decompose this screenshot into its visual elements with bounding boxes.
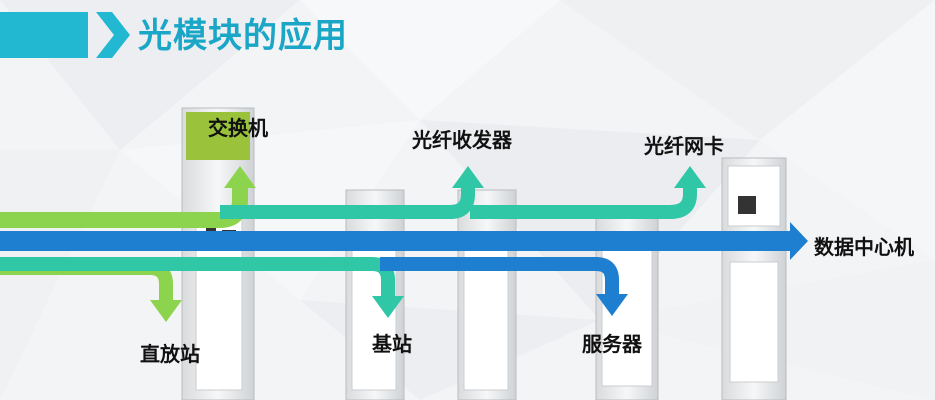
label-direct: 直放站 [140, 342, 200, 366]
arrow-to-server [380, 257, 628, 316]
pcb-contacts [186, 112, 250, 160]
label-datacenter: 数据中心机 [814, 235, 914, 259]
arrow-to-direct [0, 261, 182, 322]
label-switch: 交换机 [208, 116, 268, 140]
label-base-station: 基站 [372, 332, 412, 356]
label-server: 服务器 [582, 332, 642, 356]
label-media-converter: 光纤收发器 [412, 128, 512, 152]
arrow-to-nic [470, 166, 706, 219]
sfp-module-5 [721, 157, 787, 400]
label-nic: 光纤网卡 [644, 134, 724, 158]
sfp-module-2 [345, 189, 405, 400]
page-title: 光模块的应用 [138, 16, 348, 56]
header-bar-block [0, 12, 88, 58]
header-chevron-icon [96, 12, 130, 58]
header-bar [0, 12, 130, 58]
sfp-module-3 [457, 189, 517, 400]
arrow-to-media-converter [220, 166, 484, 219]
qr-code-icon [738, 196, 756, 214]
arrow-to-datacenter [0, 222, 808, 260]
